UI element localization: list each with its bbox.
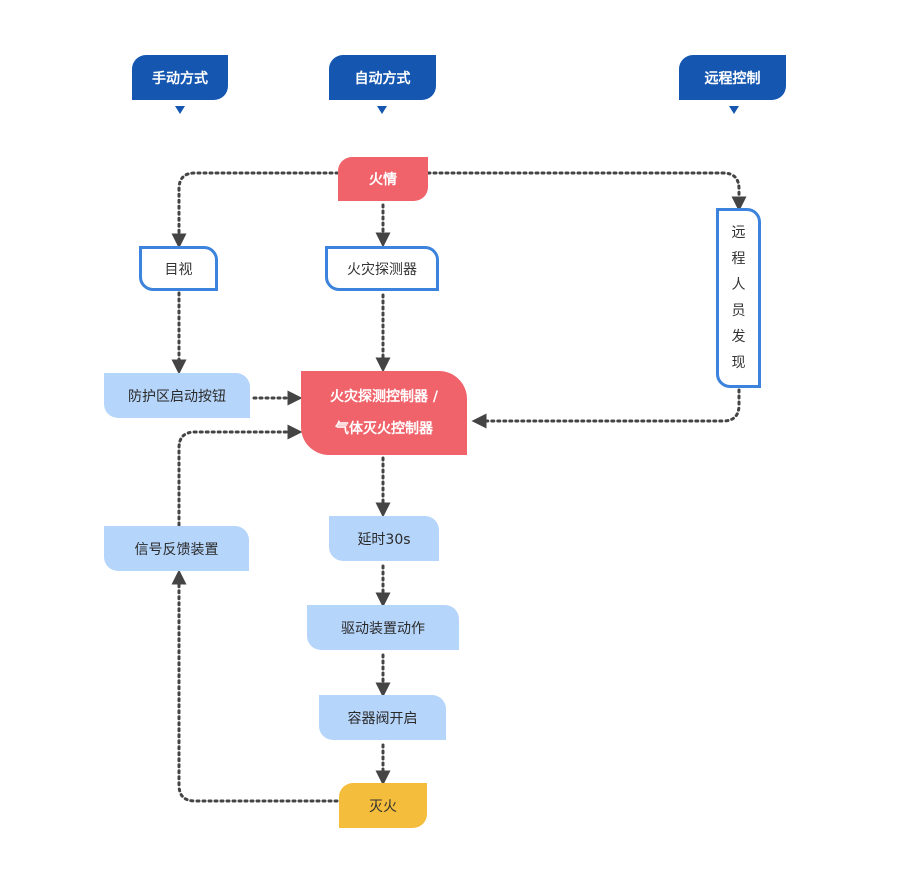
edge-feedback-controller [177, 424, 303, 527]
edge-fire-visual [171, 171, 340, 249]
header-remote: 远程控制 [679, 55, 786, 100]
remote-find-char: 现 [731, 355, 746, 371]
node-extinguish: 灭火 [339, 783, 427, 828]
node-delay: 延时30s [329, 516, 439, 561]
edge-fire-remote [426, 171, 747, 212]
header-pointer-remote [729, 106, 739, 114]
node-visual: 目视 [139, 246, 218, 291]
node-remote-find: 远 程 人 员 发 现 [716, 208, 761, 388]
node-feedback: 信号反馈装置 [104, 526, 249, 571]
node-drive: 驱动装置动作 [307, 605, 459, 650]
remote-find-char: 人 [731, 277, 746, 293]
remote-find-char: 发 [731, 329, 746, 345]
edge-remote-controller [471, 388, 741, 429]
controller-line-1: 火灾探测控制器 / [330, 389, 438, 405]
node-controller: 火灾探测控制器 / 气体灭火控制器 [301, 371, 467, 455]
remote-find-char: 员 [731, 303, 746, 319]
edge-extinguish-feedback [171, 569, 339, 803]
header-manual: 手动方式 [132, 55, 228, 100]
header-pointers [175, 106, 739, 114]
node-zone-button: 防护区启动按钮 [104, 373, 250, 418]
header-auto: 自动方式 [329, 55, 436, 100]
node-fire: 火情 [338, 157, 428, 201]
remote-find-char: 远 [731, 225, 746, 241]
node-detector: 火灾探测器 [325, 246, 439, 291]
node-valve: 容器阀开启 [319, 695, 446, 740]
header-pointer-auto [377, 106, 387, 114]
controller-line-2: 气体灭火控制器 [335, 421, 433, 437]
header-pointer-manual [175, 106, 185, 114]
remote-find-char: 程 [731, 251, 746, 267]
